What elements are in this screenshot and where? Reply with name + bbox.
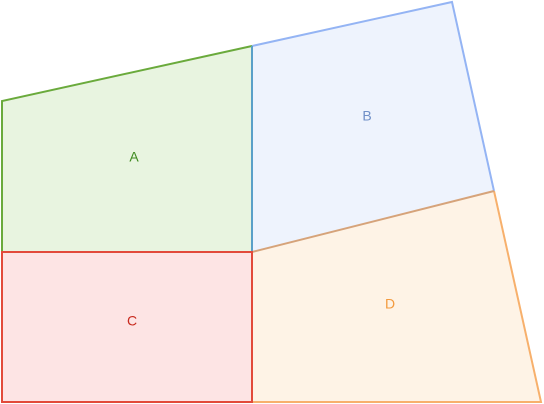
region-a-outline <box>1 45 253 252</box>
region-d: D <box>252 190 543 403</box>
region-c-shape <box>2 252 252 402</box>
region-d-label: D <box>385 296 395 312</box>
region-c-label: C <box>127 313 137 329</box>
region-a-label: A <box>129 149 139 165</box>
region-b-shape <box>252 2 494 252</box>
region-a-shape <box>2 46 252 252</box>
region-d-outline <box>252 190 543 403</box>
region-b-label: B <box>362 108 371 124</box>
region-c: C <box>2 252 252 402</box>
region-b-outline <box>251 0 495 192</box>
region-d-shape <box>252 191 541 402</box>
boundary-b-d <box>251 190 495 253</box>
region-b: B <box>251 0 495 252</box>
region-c-outline <box>1 251 253 403</box>
region-a: A <box>1 45 253 252</box>
